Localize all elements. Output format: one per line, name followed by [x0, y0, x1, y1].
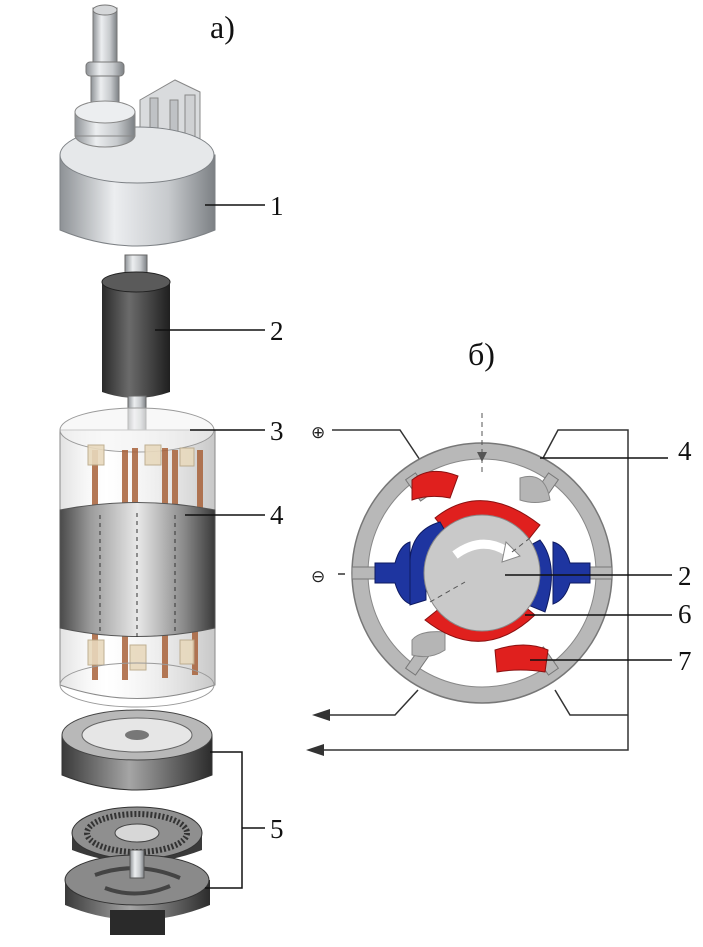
armature-core [423, 514, 541, 632]
arrow-left-lower [306, 744, 324, 756]
pump-housing [59, 407, 216, 708]
label-b-4: 4 [678, 436, 692, 466]
label-b-2: 2 [678, 561, 692, 591]
plus-terminal-icon: ⊕ [311, 423, 325, 443]
armature-rotor [101, 254, 171, 431]
label-b-7: 7 [678, 646, 692, 676]
minus-terminal-icon: ⊖ [311, 567, 325, 587]
label-b-6: 6 [678, 599, 692, 629]
panel-b-title: б) [468, 336, 495, 372]
rotation-arrow-icon [452, 539, 511, 559]
exploded-pump-view: а) 1 2 3 4 5 [59, 4, 284, 935]
label-3: 3 [270, 416, 284, 446]
panel-b-leaders [505, 457, 672, 661]
label-2: 2 [270, 316, 284, 346]
label-5: 5 [270, 814, 284, 844]
panel-a-title: а) [210, 9, 235, 45]
wiring [312, 429, 629, 751]
pump-cap [59, 100, 216, 247]
label-4: 4 [270, 500, 284, 530]
arrow-left-upper [312, 709, 330, 721]
panel-a-leaders [155, 204, 265, 889]
outlet-pipe [85, 4, 125, 107]
label-1: 1 [270, 191, 284, 221]
motor-cross-section: б) ⊕ ⊖ [306, 336, 692, 756]
pump-section [61, 709, 213, 935]
